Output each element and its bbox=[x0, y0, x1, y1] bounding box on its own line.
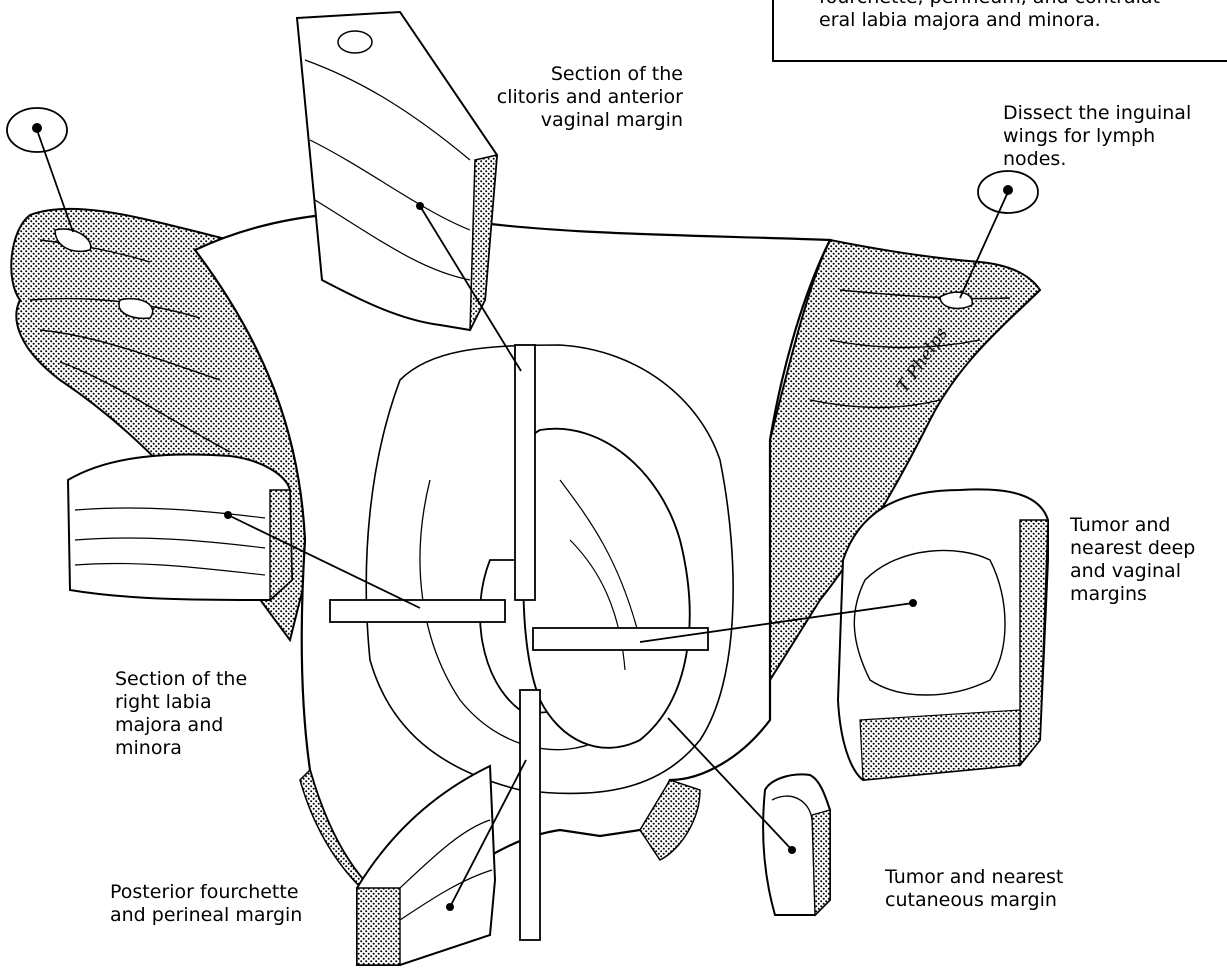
label-right-labia-section: Section of the right labia majora and mi… bbox=[115, 668, 295, 760]
posterior-section-strip bbox=[520, 690, 540, 940]
callout-box: fourchette, perineum, and contralat- era… bbox=[772, 0, 1227, 62]
tumor-deep-section-block bbox=[838, 489, 1048, 780]
label-tumor-deep-margins: Tumor and nearest deep and vaginal margi… bbox=[1070, 514, 1220, 606]
right-labia-section-block bbox=[68, 455, 292, 600]
label-inguinal-wings: Dissect the inguinal wings for lymph nod… bbox=[1003, 102, 1223, 171]
label-tumor-cutaneous-margin: Tumor and nearest cutaneous margin bbox=[885, 866, 1085, 912]
label-posterior-fourchette: Posterior fourchette and perineal margin bbox=[110, 881, 350, 927]
right-labia-section-strip bbox=[330, 600, 505, 622]
callout-text: fourchette, perineum, and contralat- era… bbox=[819, 0, 1167, 32]
clitoral-section-strip bbox=[515, 345, 535, 600]
tumor-cutaneous-section-block bbox=[763, 774, 830, 915]
label-clitoris-section: Section of the clitoris and anterior vag… bbox=[458, 63, 683, 132]
tumor-deep-section-strip bbox=[533, 628, 708, 650]
